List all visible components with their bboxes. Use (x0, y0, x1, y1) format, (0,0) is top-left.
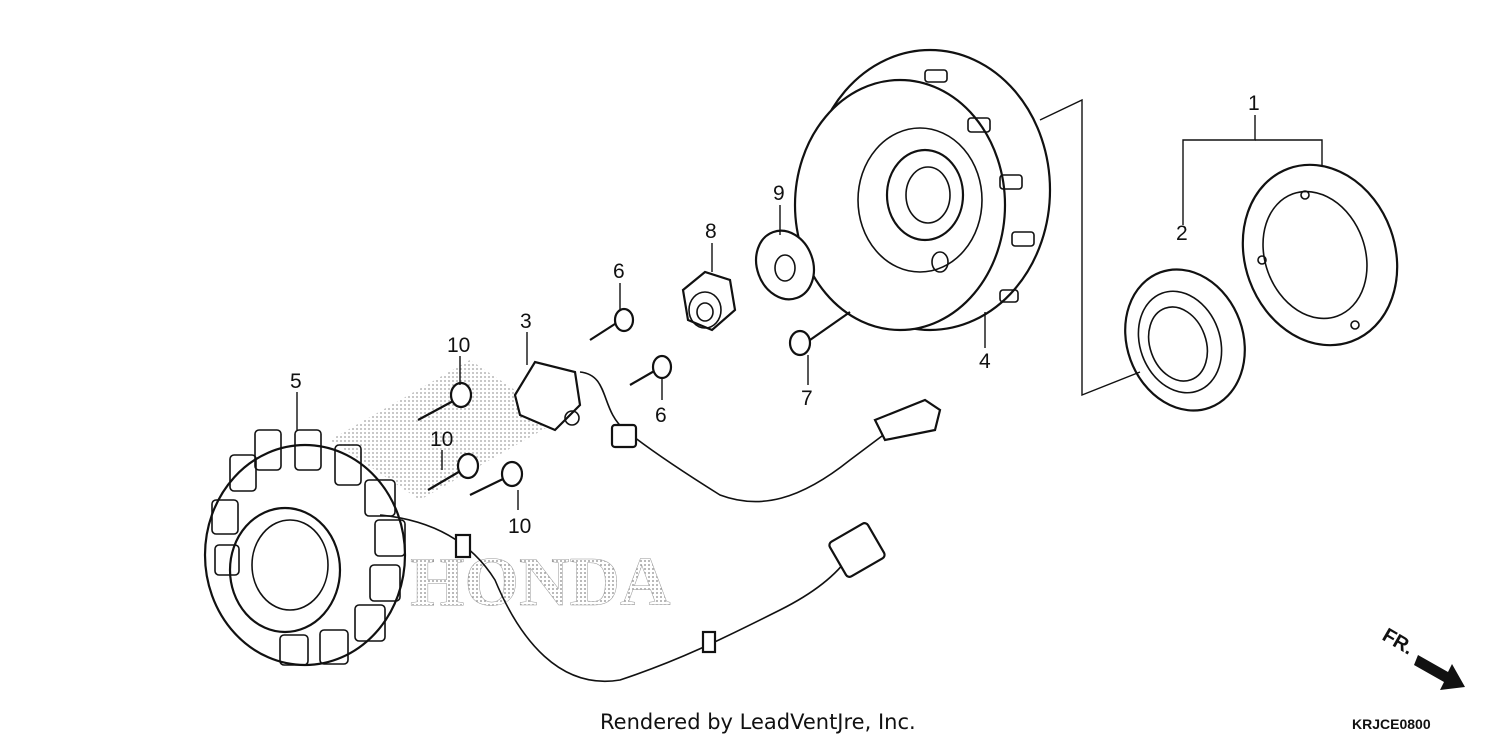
bolt-10-middle-part (427, 452, 480, 491)
callout-1: 1 (1248, 92, 1260, 115)
bolt-6-upper-part (589, 307, 635, 341)
honda-watermark: HONDA (330, 360, 671, 621)
callout-7: 7 (801, 387, 813, 410)
starter-clutch-outer-ring (1241, 163, 1399, 347)
bolt-7-part (788, 311, 851, 357)
bolt-10-upper-part (417, 381, 473, 421)
svg-text:HONDA: HONDA (410, 544, 671, 621)
callout-labels: 1 2 3 4 5 6 6 7 8 9 10 10 10 (290, 92, 1260, 538)
bolt-6-lower-part (629, 354, 673, 386)
callout-4: 4 (979, 350, 991, 373)
starter-clutch-part (1124, 268, 1246, 412)
footer-credit: Rendered by LeadVentJre, Inc. (600, 710, 916, 734)
callout-10-lower: 10 (508, 515, 531, 538)
callout-2: 2 (1176, 222, 1188, 245)
callout-3: 3 (520, 310, 532, 333)
callout-10-upper: 10 (447, 334, 470, 357)
washer-part (754, 229, 816, 301)
front-direction-label: FR. (1378, 624, 1417, 659)
callout-10-middle: 10 (430, 428, 453, 451)
callout-9: 9 (773, 182, 785, 205)
leader-lines (296, 98, 1323, 510)
flange-nut-part (681, 270, 737, 332)
callout-6-upper: 6 (613, 260, 625, 283)
pulse-generator-part (513, 360, 582, 432)
diagram-code: KRJCE0800 (1352, 716, 1431, 732)
front-direction-arrow: FR. (1378, 624, 1465, 690)
stator-part (203, 429, 407, 667)
callout-6-lower: 6 (655, 404, 667, 427)
callout-5: 5 (290, 370, 302, 393)
wire-harness (379, 371, 942, 683)
bolt-10-lower-part (469, 460, 524, 496)
flywheel-part (793, 48, 1052, 332)
callout-8: 8 (705, 220, 717, 243)
